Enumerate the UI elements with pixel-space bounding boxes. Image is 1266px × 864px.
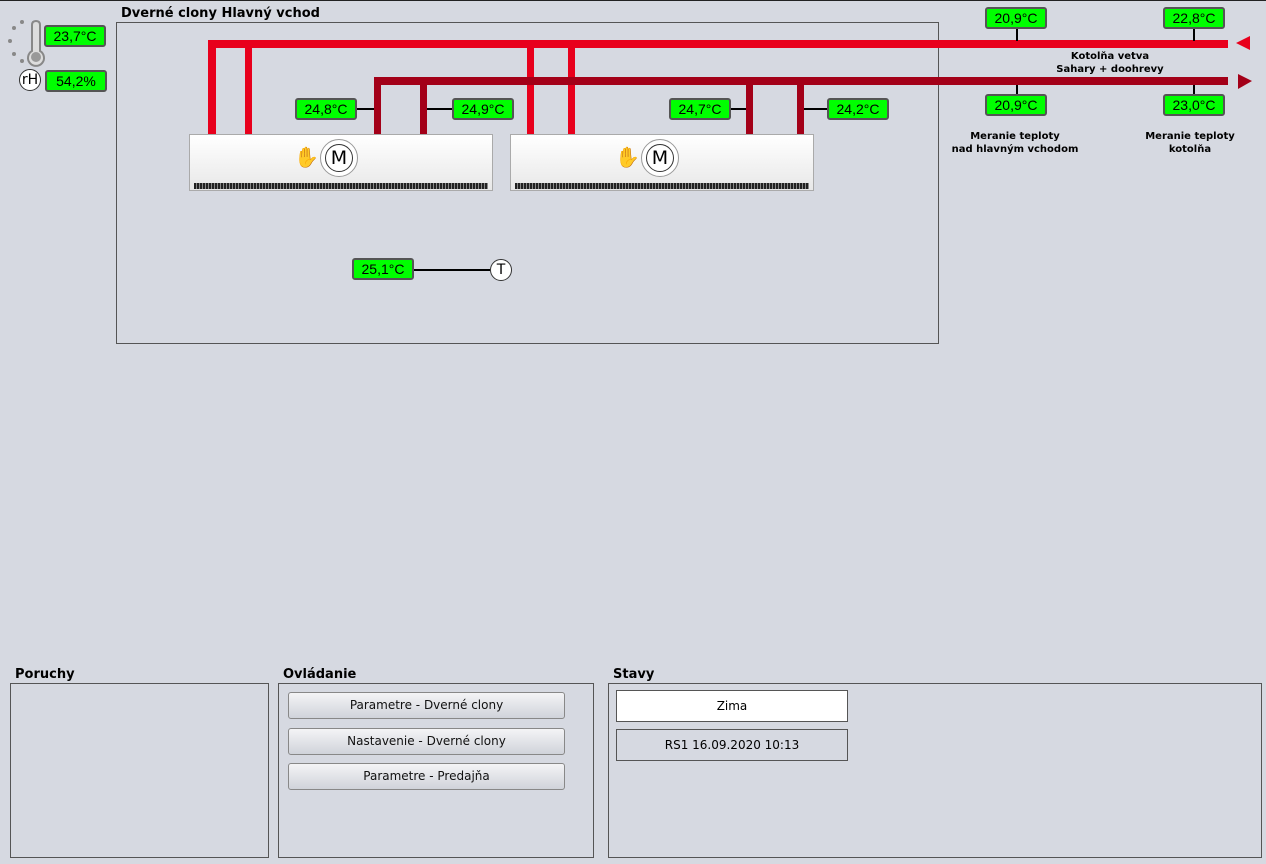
sensor-value: 24,7°C (669, 98, 731, 120)
sensor-wire (1193, 29, 1195, 41)
label-line: kotolňa (1168, 144, 1212, 155)
return-temp-boiler: 23,0°C (1163, 94, 1225, 116)
return-temp-entrance: 20,9°C (985, 94, 1047, 116)
humidity-icon: rH (19, 69, 41, 91)
settings-door-curtains-button[interactable]: Nastavenie - Dverné clony (288, 728, 565, 755)
motor-icon[interactable]: M (641, 139, 679, 177)
outdoor-thermometer-icon (8, 19, 45, 67)
sensor-wire (1016, 29, 1018, 41)
sensor-value: 24,9°C (452, 98, 514, 120)
outdoor-temperature-value: 23,7°C (44, 25, 106, 47)
manual-mode-hand-icon: ✋ (615, 145, 640, 169)
parameters-shop-button[interactable]: Parametre - Predajňa (288, 763, 565, 790)
sensor-wire (731, 108, 746, 110)
measurement-label-entrance: Meranie teploty nad hlavným vchodom (940, 130, 1090, 156)
supply-temp-entrance: 20,9°C (985, 7, 1047, 29)
sensor-value: 24,2°C (827, 98, 889, 120)
faults-title: Poruchy (15, 667, 75, 682)
return-branch (746, 77, 753, 134)
return-branch (797, 77, 804, 134)
supply-pipe (208, 40, 1228, 48)
mode-state: Zima (616, 690, 848, 722)
return-branch (374, 77, 381, 134)
supply-branch (568, 40, 575, 134)
motor-symbol: M (646, 144, 674, 172)
states-title: Stavy (613, 667, 655, 682)
outdoor-humidity-value: 54,2% (45, 70, 107, 92)
supply-branch (527, 40, 534, 134)
states-panel: Zima RS1 16.09.2020 10:13 (608, 683, 1262, 858)
sensor-wire (804, 108, 827, 110)
supply-branch (245, 40, 252, 134)
sensor-wire (1016, 85, 1018, 95)
sensor-wire (1193, 85, 1195, 95)
branch-label-line: Sahary + doohrevy (1056, 64, 1164, 75)
motor-icon[interactable]: M (320, 139, 358, 177)
label-line: Meranie teploty (970, 131, 1060, 142)
flow-arrows-icon (1236, 36, 1252, 89)
main-title: Dverné clony Hlavný vchod (121, 6, 320, 21)
main-panel (116, 22, 939, 344)
measurement-label-boiler: Meranie teploty kotolňa (1130, 130, 1250, 156)
sensor-value: 24,8°C (295, 98, 357, 120)
branch-label-line: Kotolňa vetva (1070, 51, 1150, 62)
manual-mode-hand-icon: ✋ (294, 145, 319, 169)
sensor-wire (427, 108, 452, 110)
control-title: Ovládanie (283, 667, 357, 682)
sensor-wire (357, 108, 374, 110)
parameters-door-curtains-button[interactable]: Parametre - Dverné clony (288, 692, 565, 719)
supply-branch (208, 40, 216, 134)
air-curtain-unit-1[interactable]: ✋ M (189, 134, 493, 191)
return-branch (420, 77, 427, 134)
control-panel: Parametre - Dverné clony Nastavenie - Dv… (278, 683, 594, 858)
sensor-wire (414, 269, 490, 271)
grill (515, 183, 809, 189)
label-line: Meranie teploty (1145, 131, 1235, 142)
label-line: nad hlavným vchodom (951, 144, 1079, 155)
grill (194, 183, 488, 189)
timestamp-state: RS1 16.09.2020 10:13 (616, 729, 848, 761)
faults-panel (10, 683, 269, 858)
supply-temp-boiler: 22,8°C (1163, 7, 1225, 29)
motor-symbol: M (325, 144, 353, 172)
temperature-sensor-icon: T (490, 259, 512, 281)
air-curtain-unit-2[interactable]: ✋ M (510, 134, 814, 191)
room-temperature-value: 25,1°C (352, 258, 414, 280)
